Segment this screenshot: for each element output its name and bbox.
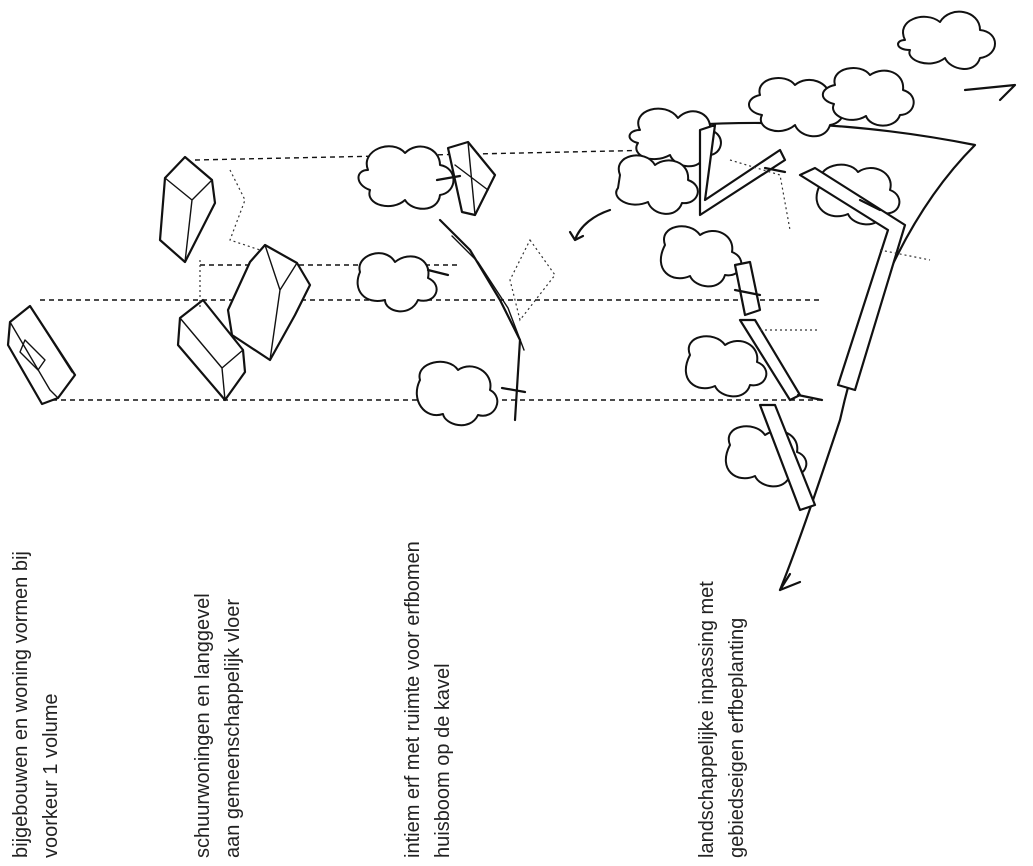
caption-intimate-yard-line-2: huisboom op de kavel — [428, 541, 458, 858]
caption-single-volume-line-1: bijgebouwen en woning vormen bij — [6, 551, 36, 858]
stage-2-barn-houses — [160, 157, 310, 400]
stage-4-landscape — [570, 12, 1015, 590]
caption-barn-houses-line-1: schuurwoningen en langgevel — [188, 593, 218, 858]
caption-barn-houses: schuurwoningen en langgevel aan gemeensc… — [188, 593, 248, 858]
caption-landscape-line-1: landschappelijke inpassing met — [692, 581, 722, 858]
caption-single-volume-line-2: voorkeur 1 volume — [36, 551, 66, 858]
caption-intimate-yard: intiem erf met ruimte voor erfbomen huis… — [398, 541, 458, 858]
caption-intimate-yard-line-1: intiem erf met ruimte voor erfbomen — [398, 541, 428, 858]
caption-barn-houses-line-2: aan gemeenschappelijk vloer — [218, 593, 248, 858]
caption-landscape-line-2: gebiedseigen erfbeplanting — [722, 581, 752, 858]
stage-3-intimate-yard — [358, 142, 555, 425]
stage-1-single-volume — [8, 306, 75, 404]
caption-single-volume: bijgebouwen en woning vormen bij voorkeu… — [6, 551, 66, 858]
caption-landscape: landschappelijke inpassing met gebiedsei… — [692, 581, 752, 858]
